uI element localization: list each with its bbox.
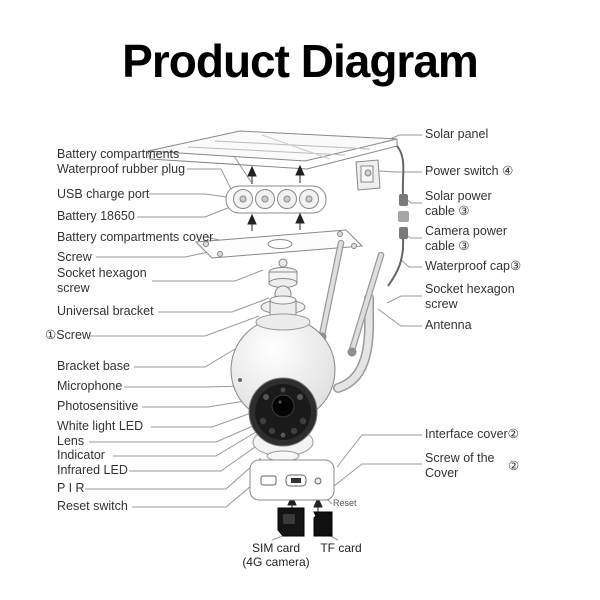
label-battery-18650: Battery 18650	[57, 209, 135, 223]
battery-cover-graphic	[194, 229, 364, 259]
interface-cover-graphic	[249, 459, 335, 501]
label-white-light-led: White light LED	[57, 419, 144, 433]
photosensitive-graphic	[280, 387, 286, 393]
label-microphone: Microphone	[57, 379, 123, 393]
label-socket-hexagon-screw-left: Socket hexagon screw	[57, 266, 147, 295]
label-camera-power-cable: Camera power cable ③	[425, 224, 507, 253]
infrared-led-graphic	[259, 417, 267, 425]
label-reset: Reset	[333, 498, 357, 508]
label-bracket-base: Bracket base	[57, 359, 130, 373]
label-solar-power-cable: Solar power cable ③	[425, 189, 492, 218]
label-infrared-led: Infrared LED	[57, 463, 128, 477]
infrared-led-graphic	[299, 417, 307, 425]
label-indicator: Indicator	[57, 448, 105, 462]
label-power-switch: Power switch ④	[425, 164, 514, 178]
tf-card-graphic	[313, 511, 333, 537]
mount-arm-graphic	[333, 293, 375, 393]
power-cable-graphic	[387, 145, 409, 287]
label-photosensitive: Photosensitive	[57, 399, 139, 413]
label-screw: Screw	[57, 250, 92, 264]
label-screw-of-the-cover-badge: ②	[508, 458, 520, 473]
infrared-led-graphic	[268, 427, 276, 435]
leader-lines	[85, 134, 422, 541]
label-sim-card-sub: (4G camera)	[242, 555, 310, 569]
label-waterproof-cap: Waterproof cap③	[425, 259, 522, 273]
panel-mount-graphic	[355, 159, 381, 191]
label-battery-compartments-cover: Battery compartments cover	[57, 230, 214, 244]
indicator-graphic	[280, 432, 286, 438]
infrared-led-graphic	[290, 427, 298, 435]
label-screw-of-the-cover-text: Screw of the Cover	[425, 451, 495, 480]
label-pir: P I R	[57, 481, 85, 495]
antenna-left-graphic	[317, 239, 345, 342]
label-screw-1: ①Screw	[45, 328, 91, 342]
label-battery-compartments: Battery compartments	[57, 147, 180, 161]
page-title: Product Diagram	[122, 35, 479, 87]
tf-slot-graphic	[260, 475, 277, 486]
white-light-led-graphic	[263, 394, 269, 400]
label-socket-hexagon-screw-right: Socket hexagon screw	[425, 282, 515, 311]
label-lens: Lens	[57, 434, 85, 448]
waterproof-cap-graphic	[398, 211, 409, 222]
label-solar-panel: Solar panel	[425, 127, 489, 141]
assembly-arrows	[247, 164, 323, 513]
label-interface-cover: Interface cover②	[425, 427, 519, 441]
power-switch-graphic	[364, 169, 372, 177]
antenna-right-graphic	[347, 251, 385, 357]
white-light-led-graphic	[297, 394, 303, 400]
label-tf-card: TF card	[320, 541, 362, 555]
label-waterproof-rubber-plug: Waterproof rubber plug	[57, 162, 186, 176]
solar-panel-graphic	[147, 130, 398, 170]
microphone-hole-graphic	[238, 378, 242, 382]
camera-body-graphic	[230, 295, 336, 462]
label-sim-card-title: SIM card	[251, 541, 300, 555]
label-sim-card: SIM card (4G camera)	[236, 541, 316, 569]
label-antenna: Antenna	[425, 318, 472, 332]
label-screw-of-the-cover: Screw of the Cover ②	[425, 451, 519, 481]
label-reset-switch: Reset switch	[57, 499, 128, 513]
reset-hole-graphic	[314, 477, 322, 485]
battery-pack-graphic	[225, 185, 327, 214]
label-universal-bracket: Universal bracket	[57, 304, 154, 318]
label-usb-charge-port: USB charge port	[57, 187, 150, 201]
